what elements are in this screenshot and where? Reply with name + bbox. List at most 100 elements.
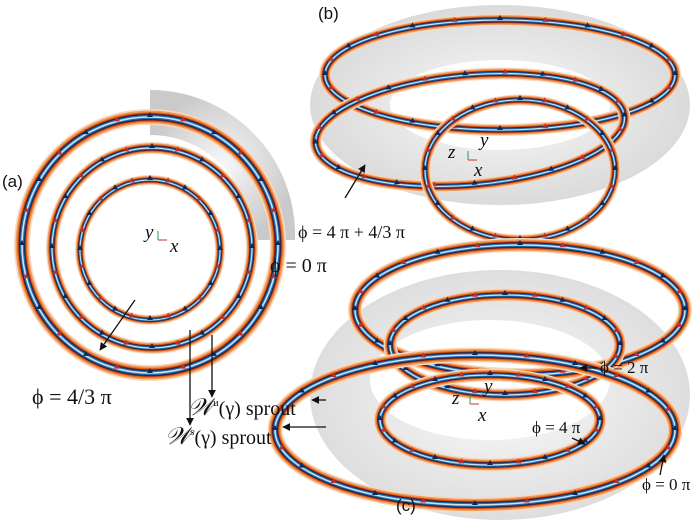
vector-arrow-icon: [474, 242, 481, 248]
vector-arrow-icon: [97, 294, 104, 300]
vector-arrow-icon: [23, 273, 30, 279]
vector-arrow-icon: [214, 226, 221, 232]
vector-arrow-icon: [621, 111, 628, 117]
vector-arrow-icon: [572, 489, 578, 495]
vector-arrow-icon: [36, 176, 43, 181]
vector-arrow-icon: [492, 97, 499, 103]
vector-arrow-icon: [458, 458, 465, 464]
vector-arrow-icon: [357, 321, 364, 327]
unstable-arg: (γ) sprout: [218, 398, 296, 420]
vector-arrow-icon: [52, 217, 59, 223]
vector-arrow-icon: [86, 210, 93, 215]
vector-arrow-icon: [174, 146, 181, 152]
vector-arrow-icon: [665, 405, 672, 411]
vector-arrow-icon: [420, 352, 427, 358]
vector-arrow-icon: [583, 375, 590, 381]
vector-arrow-icon: [330, 371, 337, 377]
vector-arrow-icon: [584, 115, 591, 121]
vector-arrow-icon: [391, 437, 398, 443]
vector-arrow-icon: [345, 42, 352, 48]
vector-arrow-icon: [542, 16, 549, 22]
vector-arrow-icon: [523, 352, 530, 358]
vector-arrow-icon: [78, 172, 85, 178]
panel-label-a: (a): [2, 172, 23, 191]
vector-arrow-icon: [579, 154, 586, 160]
vector-arrow-icon: [633, 350, 640, 356]
vector-arrow-icon: [593, 426, 600, 432]
vector-arrow-icon: [330, 109, 337, 115]
vector-arrow-icon: [548, 165, 555, 171]
vector-arrow-icon: [434, 200, 441, 205]
vector-arrow-icon: [449, 115, 456, 121]
vector-arrow-icon: [278, 405, 285, 411]
vector-arrow-icon: [180, 363, 187, 369]
vector-arrow-icon: [542, 123, 549, 129]
vector-arrow-icon: [165, 312, 172, 318]
vector-arrow-icon: [425, 183, 432, 189]
vector-arrow-icon: [182, 305, 188, 311]
ribbon-b-outer: [319, 14, 681, 136]
vector-arrow-icon: [608, 183, 615, 189]
vector-arrow-icon: [599, 248, 606, 254]
vector-arrow-icon: [113, 363, 120, 369]
vector-arrow-icon: [572, 360, 578, 366]
vector-arrow-icon: [559, 296, 566, 302]
label-phi-0-c: ϕ = 0 π: [642, 475, 691, 494]
vector-arrow-icon: [374, 272, 381, 278]
vector-arrow-icon: [432, 376, 438, 382]
axis-z-b: z: [448, 142, 456, 163]
vector-arrow-icon: [275, 240, 281, 245]
stable-arg: (γ) sprout: [194, 427, 272, 449]
vector-arrow-icon: [270, 273, 277, 279]
label-phi-4-c: ϕ = 4 π: [532, 418, 581, 437]
vector-arrow-icon: [390, 327, 397, 333]
vector-arrow-icon: [542, 376, 548, 382]
vector-arrow-icon: [420, 497, 427, 503]
vector-arrow-icon: [380, 426, 387, 432]
pointer-arrow-icon: [571, 437, 586, 445]
ribbon-c-inner: [373, 368, 607, 472]
vector-arrow-icon: [207, 280, 214, 285]
axis-z-c: z: [452, 388, 460, 409]
vector-arrow-icon: [422, 165, 428, 170]
vector-arrow-icon: [409, 117, 416, 123]
vector-arrow-icon: [83, 350, 89, 356]
vector-arrow-icon: [270, 206, 277, 212]
vector-arrow-icon: [420, 304, 427, 310]
pointer-arrow-icon: [99, 299, 136, 351]
vector-arrow-icon: [472, 388, 479, 394]
vector-arrow-icon: [149, 143, 155, 148]
vector-arrow-icon: [147, 175, 153, 180]
vector-arrow-icon: [79, 226, 86, 232]
vector-arrow-icon: [49, 243, 55, 248]
label-stable-sprout: 𝒲s(γ) sprout: [165, 424, 272, 451]
vector-arrow-icon: [672, 425, 678, 430]
label-phi-2-c: ϕ = 2 π: [600, 358, 649, 377]
vector-arrow-icon: [617, 126, 624, 132]
panel-label-b: (b): [318, 4, 339, 23]
vector-arrow-icon: [372, 360, 378, 366]
vector-arrow-icon: [502, 68, 509, 74]
vector-arrow-icon: [409, 446, 416, 452]
vector-arrow-icon: [112, 305, 118, 311]
vector-arrow-icon: [357, 288, 364, 294]
vector-arrow-icon: [434, 248, 441, 254]
vector-arrow-icon: [593, 403, 600, 409]
vector-arrow-icon: [617, 340, 623, 345]
vector-arrow-icon: [237, 330, 244, 336]
vector-arrow-icon: [502, 390, 508, 395]
vector-arrow-icon: [531, 388, 538, 394]
vector-arrow-icon: [572, 76, 579, 82]
vector-arrow-icon: [62, 293, 69, 298]
vector-arrow-icon: [613, 478, 620, 484]
vector-arrow-icon: [257, 304, 264, 309]
vector-arrow-icon: [380, 403, 387, 409]
vector-arrow-icon: [217, 245, 223, 250]
vector-arrow-icon: [597, 415, 603, 420]
vector-arrow-icon: [469, 225, 476, 231]
vector-arrow-icon: [542, 453, 548, 459]
superscript-u: u: [213, 397, 219, 409]
vector-arrow-icon: [219, 172, 226, 178]
vector-arrow-icon: [511, 174, 518, 180]
